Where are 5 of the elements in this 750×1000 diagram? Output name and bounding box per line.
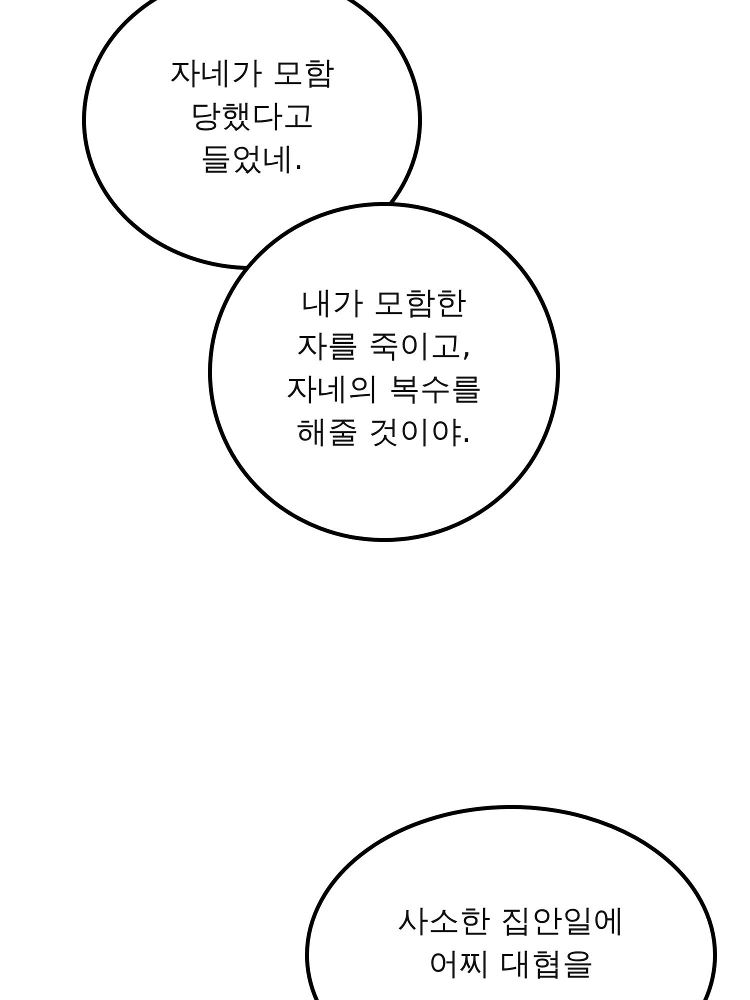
dialogue-text: 내가 모함한 자를 죽이고, 자네의 복수를 해줄 것이야.	[285, 284, 483, 452]
dialogue-text: 사소한 집안일에 어찌 대협을	[396, 902, 626, 984]
dialogue-text: 자네가 모함 당했다고 들었네.	[168, 54, 336, 179]
speech-bubble	[208, 202, 560, 542]
speech-bubble	[82, 0, 422, 270]
